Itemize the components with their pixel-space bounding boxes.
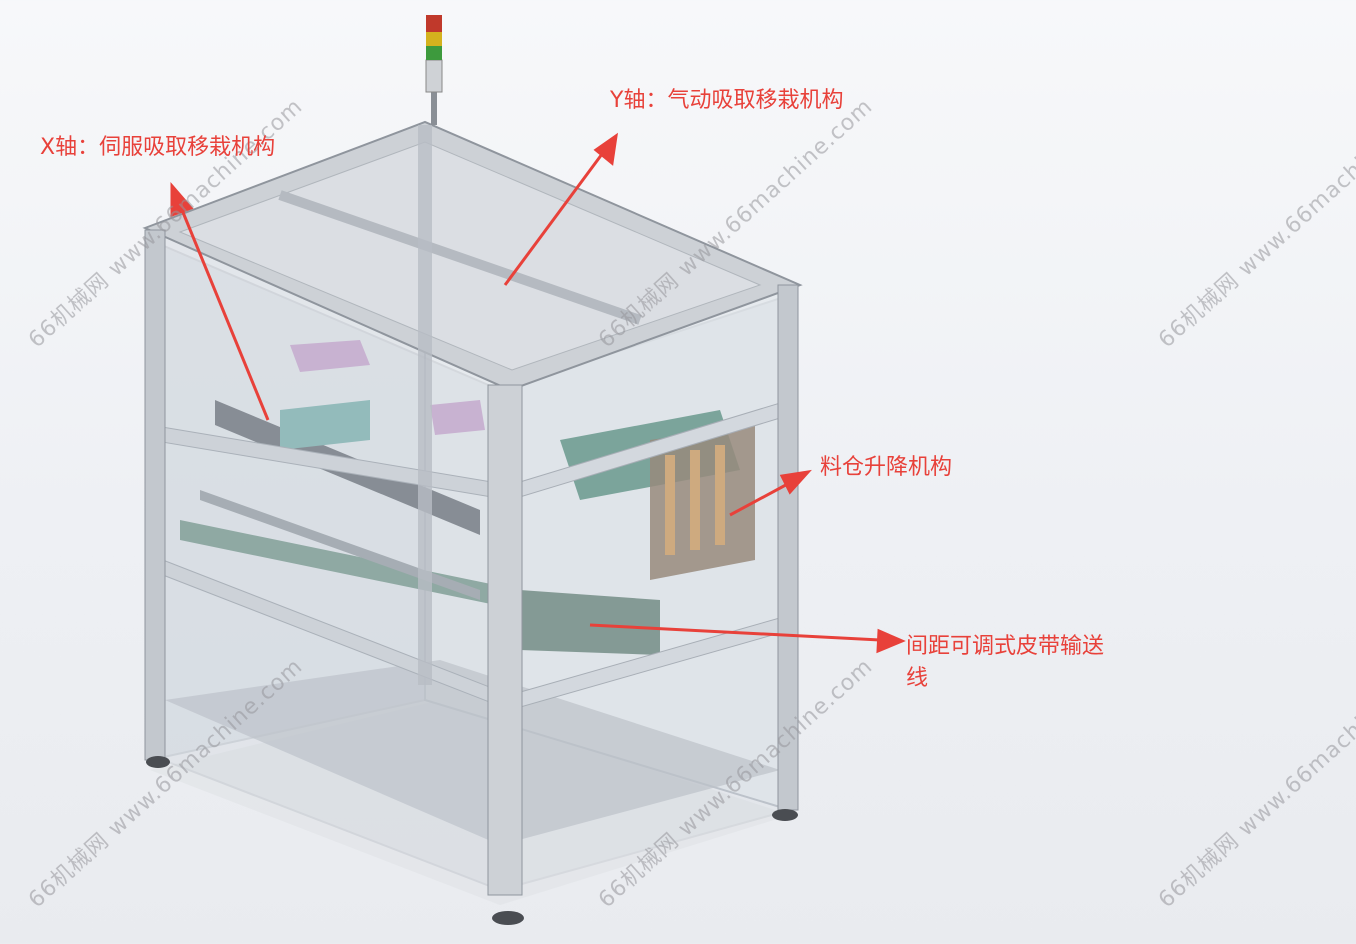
arrow-x-axis	[170, 181, 270, 421]
conveyor-belt	[180, 520, 520, 610]
magazine-body	[650, 425, 755, 580]
signal-tower-yellow	[426, 32, 442, 46]
column-front-center	[487, 384, 523, 896]
signal-tower-red	[426, 15, 442, 32]
x-axis-carriage	[280, 400, 370, 450]
foot-front-left	[146, 756, 170, 768]
top-crossbar	[278, 190, 642, 325]
conveyor-belt-2	[520, 590, 660, 655]
magazine-slot-2	[690, 450, 700, 550]
bottom-floor	[165, 660, 780, 845]
column-back	[418, 125, 432, 685]
signal-tower-pole	[431, 90, 437, 125]
column-front-left	[144, 229, 166, 761]
label-x-axis: X轴：伺服吸取移栽机构	[40, 135, 276, 160]
magazine-slot-3	[715, 445, 725, 545]
purple-block-2	[430, 400, 485, 435]
front-glass-right	[499, 293, 791, 892]
conveyor-rail	[200, 490, 480, 600]
arrow-y-axis	[503, 132, 618, 286]
foot-front-center	[492, 911, 524, 925]
signal-tower-base	[425, 59, 443, 93]
arrow-magazine	[729, 469, 812, 517]
label-conveyor-line2: 线	[906, 666, 929, 691]
label-y-axis: Y轴：气动吸取移栽机构	[610, 88, 844, 113]
foot-front-right	[772, 809, 798, 821]
signal-tower-green	[426, 46, 442, 60]
magazine-slot-1	[665, 455, 675, 555]
label-conveyor-line1: 间距可调式皮带输送	[906, 634, 1105, 659]
arrow-conveyor	[589, 623, 906, 654]
purple-block-1	[290, 340, 370, 372]
label-magazine: 料仓升降机构	[820, 455, 953, 480]
